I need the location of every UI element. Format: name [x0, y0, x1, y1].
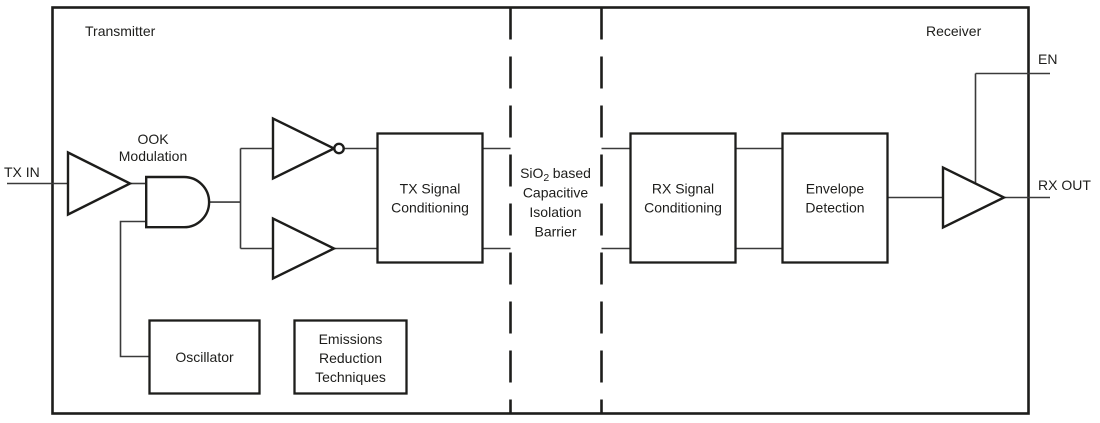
envelope-detection-label-line1: Envelope	[806, 181, 865, 197]
device-boundary	[51, 6, 1030, 415]
barrier-label-line4: Barrier	[534, 224, 576, 240]
receiver-region-label: Receiver	[926, 23, 982, 39]
rx-signal-conditioning-label-line1: RX Signal	[652, 181, 714, 197]
rx-signal-conditioning-box	[629, 132, 737, 264]
tx-in-port-label: TX IN	[4, 164, 40, 180]
oscillator-label: Oscillator	[175, 349, 234, 365]
inverter-bubble-icon	[333, 142, 345, 155]
envelope-detection-label-line2: Detection	[805, 200, 864, 216]
barrier-label-line3: Isolation	[529, 204, 581, 220]
emissions-reduction-label-line3: Techniques	[315, 369, 386, 385]
emissions-reduction-box	[293, 319, 408, 395]
en-port-label: EN	[1038, 51, 1057, 67]
barrier-label-line2: Capacitive	[523, 185, 589, 201]
wire-oscillator-to-and	[119, 220, 149, 358]
and-gate-icon	[145, 175, 211, 229]
rx-signal-conditioning-label-line2: Conditioning	[644, 200, 722, 216]
tx-input-buffer-icon	[66, 150, 133, 217]
oscillator-box	[148, 319, 261, 395]
inverter-gate-icon	[271, 116, 337, 181]
emissions-reduction-label-line2: Reduction	[319, 350, 382, 366]
rx-output-buffer-icon	[941, 165, 1007, 230]
ook-modulation-label-line1: OOK	[137, 131, 169, 147]
envelope-detection-box	[781, 132, 889, 264]
ook-modulation-label-line2: Modulation	[119, 148, 188, 164]
rx-out-port-label: RX OUT	[1038, 177, 1091, 193]
tx-signal-conditioning-box	[376, 132, 484, 264]
tx-signal-conditioning-label-line2: Conditioning	[391, 200, 469, 216]
non-inverting-buffer-icon	[271, 216, 337, 281]
emissions-reduction-label-line1: Emissions	[319, 331, 383, 347]
tx-signal-conditioning-label-line1: TX Signal	[400, 181, 461, 197]
transmitter-region-label: Transmitter	[85, 23, 156, 39]
